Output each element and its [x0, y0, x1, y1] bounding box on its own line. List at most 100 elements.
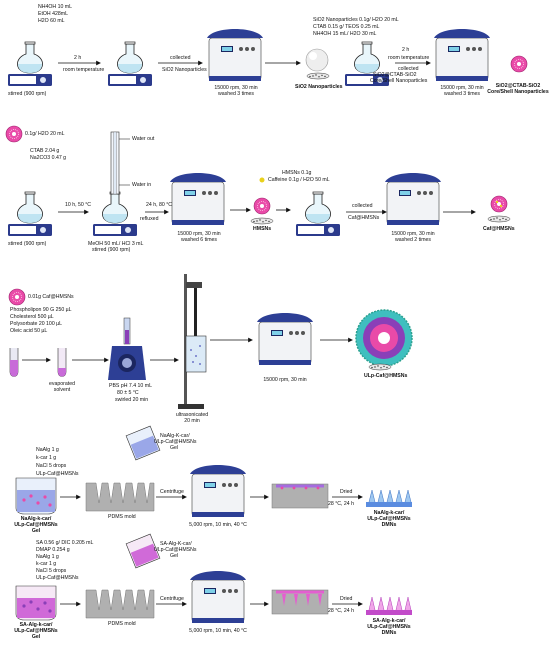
row4-reagent-2: k-car 1 g — [36, 455, 57, 461]
ultrasonicator-icon — [178, 274, 207, 409]
row1-collected-2: collected — [398, 66, 419, 72]
row5-reagent-6: ULp-Caf@HMSNs — [36, 575, 79, 581]
beaker-pour-2 — [125, 533, 161, 569]
flask-stirrer-2 — [107, 41, 153, 87]
row1-stirred: stirred (900 rpm) — [8, 91, 47, 97]
filled-mold-1 — [271, 483, 329, 509]
row4-product-b: ULp-Caf@HMSNs — [367, 516, 411, 522]
centrifuge-icon-3 — [169, 172, 227, 226]
row1-sio2-label: SiO2 Nanoparticles — [162, 67, 207, 73]
row5-product-a: SA-Alg-k-car/ — [372, 618, 406, 624]
row1-coating-2: CTAB 0.15 g/ TEOS 0.25 mL — [313, 24, 380, 30]
row1-coreshell-bold-b: Core/Shell Nanoparticles — [487, 89, 549, 95]
coreshell-particle-icon — [510, 55, 528, 73]
liposome-pad-icon — [368, 363, 392, 371]
row5-centrifuge-label: Centrifuge — [160, 596, 184, 602]
row3-pbs-c: swirled 20 min — [115, 397, 149, 403]
row4-reagent-1: NaAlg 1 g — [36, 447, 59, 453]
flask-stirrer-1 — [7, 41, 53, 87]
row1-step-time: 2 h — [74, 55, 82, 61]
row2-step-2: 24 h, 80 °C — [146, 202, 173, 208]
row1-centrifuge-2a: 15000 rpm, 30 min — [440, 85, 484, 91]
row2-solvent-a: MeOH 50 mL/ HCl 3 mL — [88, 241, 144, 247]
row2-centrifuge-a: 15000 rpm, 30 min — [177, 231, 221, 237]
row2-refluxed: refluxed — [140, 216, 159, 222]
row5-reagent-4: k-car 1 g — [36, 561, 57, 567]
sieve-pad-icon — [306, 72, 330, 80]
row3-evaporated-b: solvent — [53, 387, 71, 393]
row3-product: ULp-Caf@HMSNs — [364, 373, 408, 379]
row1-centrifuge-1a: 15000 rpm, 30 min — [214, 85, 258, 91]
row1-coreshell-b: Core/Shell Nanoparticles — [370, 78, 428, 84]
row2-centrifuge-2b: washed 2 times — [394, 237, 432, 243]
row3-reagent-2: Phospholipon 90 G 250 µL — [10, 307, 72, 313]
row4-pour-b: ULp-Caf@HMSNs — [154, 439, 197, 445]
row4-product-c: DMNs — [381, 522, 397, 528]
row2-step-1: 10 h, 50 °C — [65, 202, 92, 208]
row2-reagent-1: CTAB 2.04 g — [30, 148, 60, 154]
row4-gel-a: NaAlg-k-car/ — [20, 516, 52, 522]
row5-pour-a: SA-Alg-K-car/ — [160, 541, 192, 547]
centrifuge-icon-1 — [206, 28, 264, 82]
row5-dried-cond: 28 °C, 24 h — [328, 608, 355, 614]
row5-product-c: DMNs — [381, 630, 397, 636]
row5-reagent-2: DMAP 0.254 g — [36, 547, 70, 553]
row5-gel-a: SA-Alg-k-car/ — [19, 622, 53, 628]
caf-hmsn-dose-icon — [8, 288, 26, 306]
hmsn-particle-icon — [253, 197, 271, 215]
row1-coating-1: SiO2 Nanoparticles 0.1g/ H2O 20 mL — [313, 17, 399, 23]
centrifuge-icon-6 — [189, 464, 247, 518]
dmn-patch-1 — [366, 489, 412, 507]
row4-centrifuge-label: Centrifuge — [160, 489, 184, 495]
row3-reagent-4: Polysorbate 20 100 µL — [10, 321, 63, 327]
pdms-mold-2 — [85, 589, 155, 619]
row3-pbs-a: PBS pH 7.4 10 mL — [109, 383, 152, 389]
row3-evaporated-a: evaporated — [49, 381, 75, 387]
row5-gel-c: Gel — [31, 634, 41, 640]
row2-collected-a: collected — [352, 203, 373, 209]
caffeine-icon — [259, 177, 265, 183]
row2-hmsns: HMSNs — [253, 226, 272, 232]
flask-stirrer-5 — [92, 191, 138, 237]
row5-product-b: ULp-Caf@HMSNs — [367, 624, 411, 630]
row1-coreshell-bold-a: SiO2@CTAB-SiO2 — [495, 83, 541, 89]
row2-water-in: Water in — [132, 182, 152, 188]
row4-reagent-3: NaCl 5 drops — [36, 463, 67, 469]
row1-reagent-1: NH4OH 10 mL — [38, 4, 73, 10]
row4-reagent-4: ULp-Caf@HMSNs — [36, 471, 79, 477]
row1-sio2-bold: SiO2 Nanoparticles — [295, 84, 343, 90]
centrifuge-icon-4 — [384, 172, 442, 226]
row1-centrifuge-2b: washed 3 times — [443, 91, 481, 97]
row1-room-temp-2: room temperature — [388, 55, 430, 61]
beaker-gel-1 — [15, 477, 57, 515]
row5-mold: PDMS mold — [108, 621, 136, 627]
row5-pour-c: Gel — [170, 553, 179, 559]
row4-gel-c: Gel — [31, 528, 41, 534]
row2-stirred: stirred (900 rpm) — [8, 241, 47, 247]
row4-mold: PDMS mold — [108, 514, 136, 520]
row2-reagent-2: Na2CO3 0.47 g — [30, 155, 67, 161]
hmsn-pad-icon — [250, 217, 274, 225]
row1-collected: collected — [170, 55, 191, 61]
centrifuge-icon-2 — [433, 28, 491, 82]
row1-centrifuge-1b: washed 3 times — [217, 91, 255, 97]
row3-reagent-1: 0.01g Caf@HMSNs — [28, 294, 74, 300]
centrifuge-icon-5 — [256, 312, 314, 366]
caf-hmsn-particle-icon — [490, 195, 508, 213]
row5-dried: Dried — [340, 596, 353, 602]
row3-ultrasonicated-b: 20 min — [184, 418, 200, 424]
row4-product-a: NaAlg-k-car/ — [373, 510, 405, 516]
row5-reagent-1: SA 0.56 g/ DIC 0.205 mL — [36, 540, 94, 546]
row2-centrifuge-b: washed 6 times — [180, 237, 218, 243]
row4-centrifuge: 5,000 rpm, 10 min, 40 °C — [189, 522, 247, 528]
ctab-particle-icon — [5, 125, 23, 143]
row5-reagent-5: NaCl 5 drops — [36, 568, 67, 574]
pdms-mold-1 — [85, 482, 155, 512]
row1-coating-3: NH4OH 15 mL/ H2O 30 mL — [313, 31, 377, 37]
row2-product: Caf@HMSNs — [483, 226, 515, 232]
row2-reagent-top: 0.1g/ H2O 20 mL — [25, 131, 65, 137]
row5-reagent-3: NaAlg 1 g — [36, 554, 59, 560]
liposome-particle-icon — [355, 309, 413, 367]
beaker-pour-1 — [125, 425, 161, 461]
